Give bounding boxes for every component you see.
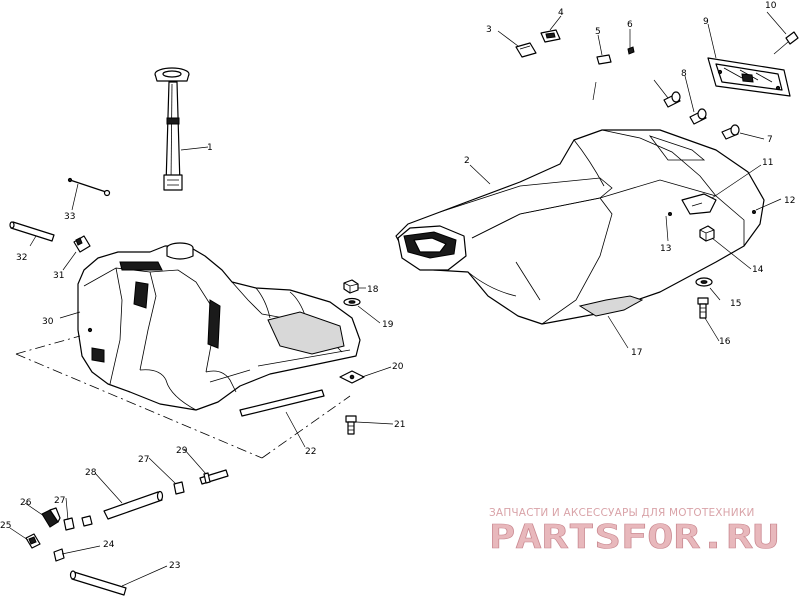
callout-19: 19: [382, 320, 394, 330]
fitting-31: [73, 235, 91, 253]
callout-23: 23: [169, 561, 180, 571]
clamp-left: [81, 515, 93, 527]
callout-2: 2: [464, 156, 470, 166]
callout-8: 8: [681, 69, 687, 79]
callout-15: 15: [730, 299, 741, 309]
fitting-29: [199, 469, 229, 485]
rivet-6: [627, 46, 635, 55]
callout-1: 1: [207, 143, 213, 153]
callout-18: 18: [367, 285, 379, 295]
pad-5: [596, 54, 612, 65]
callout-22: 22: [305, 447, 316, 457]
bolt-21: [345, 415, 357, 435]
callout-28: 28: [85, 468, 97, 478]
watermark: ЗАПЧАСТИ И АКСЕССУАРЫ ДЛЯ МОТОТЕХНИКИ PA…: [489, 507, 780, 556]
callout-21: 21: [394, 420, 405, 430]
tail-light-9: [707, 57, 791, 97]
callout-33: 33: [64, 212, 75, 222]
callout-29: 29: [176, 446, 188, 456]
watermark-logo: PARTSFOR.RU: [489, 517, 779, 556]
callout-27-lower: 27: [54, 496, 65, 506]
callout-25: 25: [0, 521, 11, 531]
callout-10: 10: [765, 1, 777, 11]
bolt-16: [697, 297, 709, 319]
fuel-tank: [77, 242, 361, 411]
pushpin-7: [721, 124, 740, 140]
nut-14: [699, 225, 715, 242]
hose-28: [103, 490, 164, 520]
callout-9: 9: [703, 17, 709, 27]
clamp-24: [53, 548, 65, 562]
screw-10: [773, 31, 799, 55]
nut-18: [343, 279, 359, 294]
callout-26: 26: [20, 498, 32, 508]
clamp-27-lower: [63, 517, 75, 531]
callout-7: 7: [767, 135, 773, 145]
washer-19: [343, 297, 361, 307]
callout-24: 24: [103, 540, 115, 550]
callout-12: 12: [784, 196, 795, 206]
fitting-25: [25, 533, 41, 549]
callout-numbers: 1 2 3 4 5 6 7 8 9 10 11 12 13 14 15 16 1…: [0, 1, 795, 571]
long-rod-32: [9, 221, 55, 242]
filter-26: [41, 507, 61, 528]
callout-11: 11: [762, 158, 773, 168]
hose-23: [69, 570, 127, 596]
strip-22: [239, 389, 325, 417]
tank-mounting-outline: [15, 335, 351, 459]
leader-lines: [9, 11, 787, 587]
callout-3: 3: [486, 25, 492, 35]
seat: [395, 129, 765, 325]
washer-15: [695, 277, 713, 287]
pushpin-a: [663, 91, 681, 108]
callout-31: 31: [53, 271, 64, 281]
pad-4: [540, 29, 561, 43]
callout-16: 16: [719, 337, 731, 347]
callout-30: 30: [42, 317, 54, 327]
pin-left: [592, 81, 597, 101]
callout-32: 32: [16, 253, 27, 263]
pad-3: [515, 42, 537, 58]
fuel-gauge-sender: [154, 67, 190, 191]
callout-13: 13: [660, 244, 671, 254]
callout-14: 14: [752, 265, 764, 275]
callout-6: 6: [627, 20, 633, 30]
callout-5: 5: [595, 27, 601, 37]
callout-4: 4: [558, 8, 564, 18]
plate-20: [339, 370, 365, 384]
callout-27-upper: 27: [138, 455, 149, 465]
callout-17: 17: [631, 348, 642, 358]
callout-20: 20: [392, 362, 404, 372]
clamp-27-upper: [173, 481, 185, 495]
pushpin-8: [689, 108, 707, 125]
wire-rod: [67, 177, 111, 197]
watermark-caption: ЗАПЧАСТИ И АКСЕССУАРЫ ДЛЯ МОТОТЕХНИКИ: [489, 507, 755, 519]
